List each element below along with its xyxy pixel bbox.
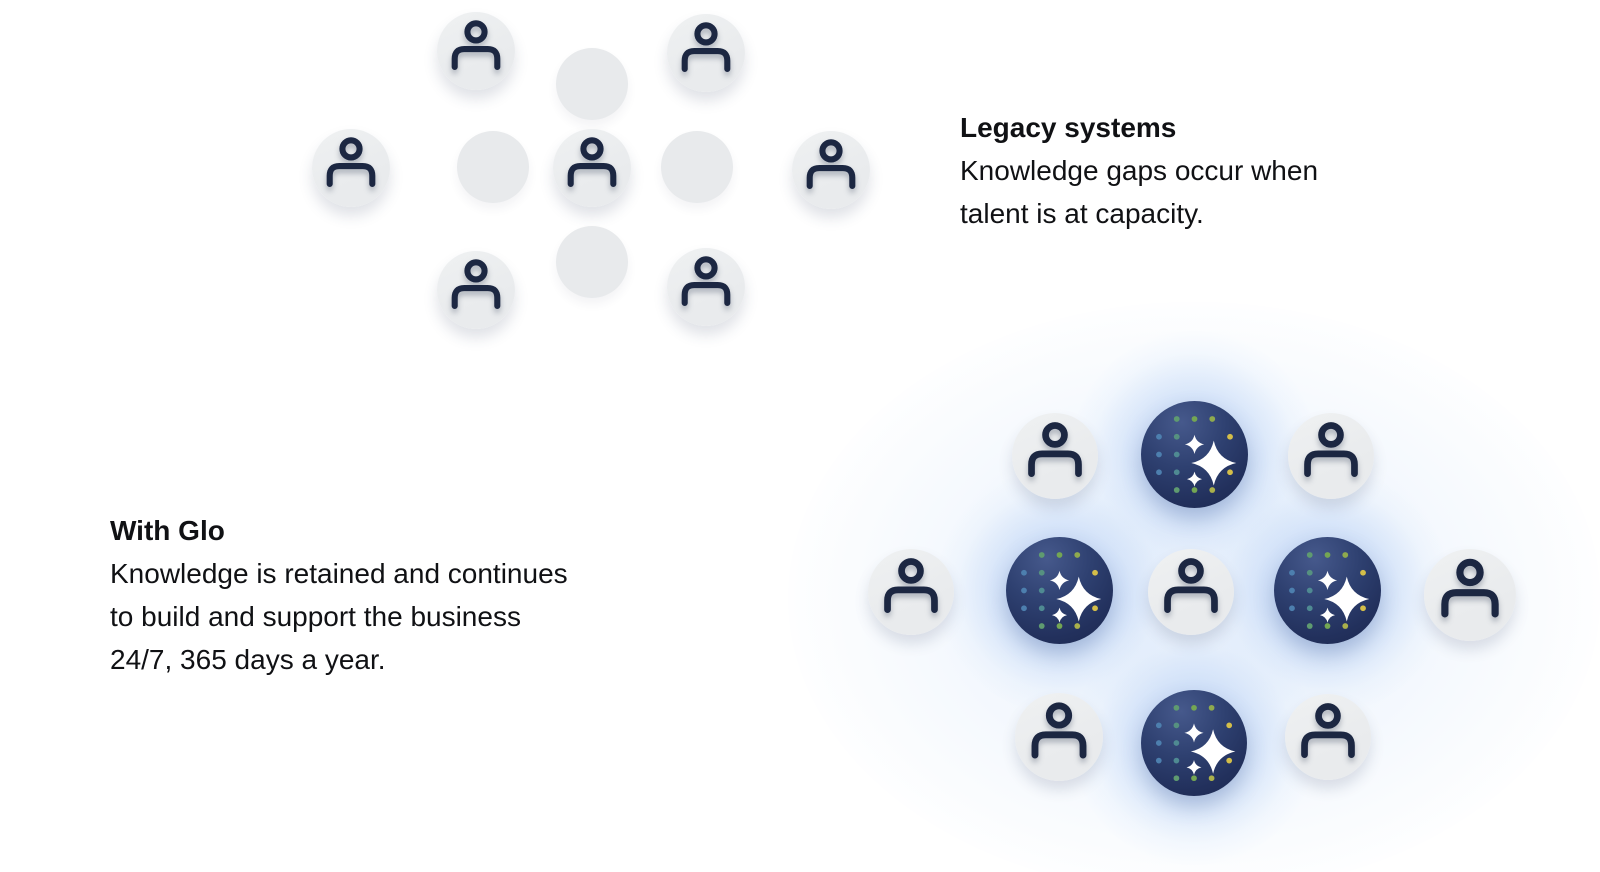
person-avatar xyxy=(1015,693,1103,781)
legacy-heading: Legacy systems xyxy=(960,112,1177,143)
glo-avatar xyxy=(1005,536,1113,644)
person-avatar xyxy=(312,129,390,207)
person-icon xyxy=(1164,558,1218,613)
legacy-body: Knowledge gaps occur when talent is at c… xyxy=(960,155,1319,229)
empty-avatar xyxy=(457,131,529,203)
glo-avatar xyxy=(1141,690,1247,796)
empty-avatar xyxy=(556,48,628,120)
person-avatar xyxy=(1148,549,1234,635)
person-icon xyxy=(806,139,856,190)
person-icon xyxy=(681,22,731,73)
person-icon xyxy=(1028,422,1082,477)
glo-sparkle-icon xyxy=(1155,704,1236,782)
glo-sparkle-icon xyxy=(1288,551,1369,629)
person-icon xyxy=(567,137,617,188)
person-icon xyxy=(1441,558,1499,618)
glo-sparkle-icon xyxy=(1020,551,1101,629)
with-glo-caption: With Glo Knowledge is retained and conti… xyxy=(110,509,568,681)
person-icon xyxy=(451,20,501,71)
person-avatar xyxy=(1012,413,1098,499)
person-avatar xyxy=(1424,549,1516,641)
person-avatar xyxy=(1288,413,1374,499)
person-icon xyxy=(451,259,501,310)
person-avatar xyxy=(792,131,870,209)
person-icon xyxy=(1301,703,1355,758)
legacy-caption: Legacy systems Knowledge gaps occur when… xyxy=(960,106,1318,235)
person-icon xyxy=(1304,422,1358,477)
person-avatar xyxy=(667,14,745,92)
glo-sparkle-icon xyxy=(1155,415,1236,493)
person-avatar xyxy=(437,251,515,329)
person-icon xyxy=(884,558,938,613)
glo-avatar xyxy=(1140,400,1248,508)
person-icon xyxy=(1031,702,1087,759)
person-icon xyxy=(326,137,376,188)
with-glo-heading: With Glo xyxy=(110,515,225,546)
empty-avatar xyxy=(556,226,628,298)
person-avatar xyxy=(553,129,631,207)
person-avatar xyxy=(868,549,954,635)
person-avatar xyxy=(1285,694,1371,780)
person-avatar xyxy=(667,248,745,326)
with-glo-body: Knowledge is retained and continues to b… xyxy=(110,558,568,675)
person-icon xyxy=(681,256,731,307)
empty-avatar xyxy=(661,131,733,203)
glo-avatar xyxy=(1273,536,1381,644)
person-avatar xyxy=(437,12,515,90)
